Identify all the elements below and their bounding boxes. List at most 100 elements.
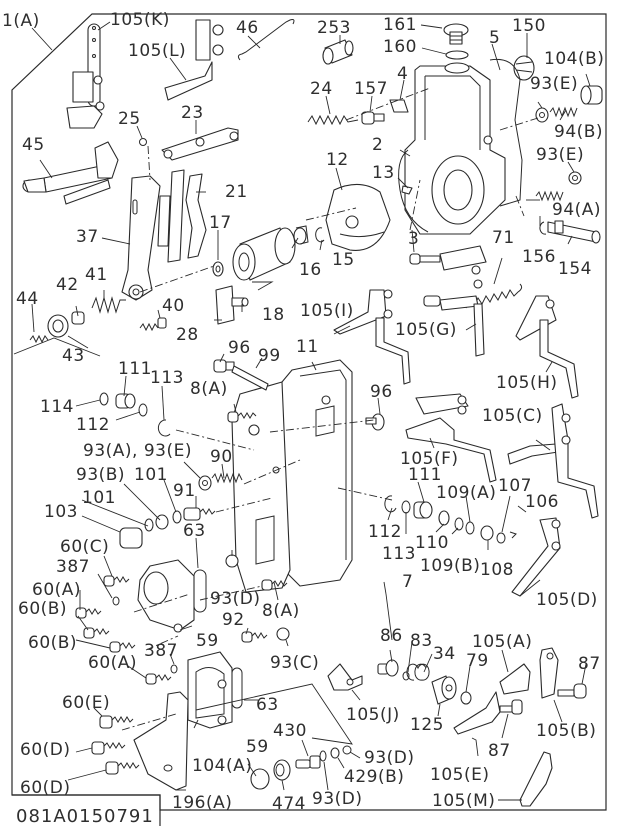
label-37: 37: [76, 227, 99, 247]
part-125: [431, 675, 457, 705]
part-105A: [499, 663, 531, 695]
label-41: 41: [85, 265, 108, 285]
label-28: 28: [176, 325, 199, 345]
label-11: 11: [296, 337, 319, 357]
part-93D-nut-1: [225, 554, 239, 568]
part-37: [121, 175, 161, 301]
label-1A: 1(A): [2, 11, 40, 31]
label-93E-top: 93(E): [530, 74, 578, 94]
label-125: 125: [410, 715, 444, 735]
part-43-nut: [47, 314, 69, 338]
label-104B: 104(B): [544, 49, 604, 69]
part-60A-bolt-1: [75, 607, 102, 619]
label-93D-mid: 93(D): [210, 589, 261, 609]
label-23: 23: [181, 103, 204, 123]
label-101-upper: 101: [134, 465, 168, 485]
part-40-bolt: [139, 317, 167, 332]
label-94A: 94(A): [552, 200, 601, 220]
label-105J: 105(J): [346, 705, 400, 725]
label-44: 44: [16, 289, 39, 309]
part-93B-nut: [155, 514, 169, 530]
label-108: 108: [480, 560, 514, 580]
label-113-right: 113: [382, 544, 416, 564]
label-93A-93E: 93(A), 93(E): [83, 441, 192, 461]
part-45: [22, 141, 119, 205]
label-17: 17: [209, 213, 232, 233]
part-63-oring-1: [193, 569, 207, 613]
part-91-stud: [183, 507, 216, 521]
label-196A: 196(A): [172, 793, 232, 813]
part-96-knob: [365, 413, 385, 431]
part-111-plug-1: [115, 393, 136, 409]
label-8A-top: 8(A): [190, 379, 228, 399]
label-160: 160: [383, 37, 417, 57]
part-17-washer: [212, 261, 224, 277]
part-4: [389, 99, 409, 113]
label-157: 157: [354, 79, 388, 99]
label-86: 86: [380, 626, 403, 646]
part-105B: [539, 647, 587, 699]
label-5: 5: [489, 28, 500, 48]
part-7-body: [231, 381, 291, 593]
part-42-nut: [71, 311, 85, 325]
label-109A: 109(A): [436, 483, 496, 503]
label-60B-lower: 60(B): [28, 633, 77, 653]
label-43: 43: [62, 346, 85, 366]
part-93E-second: [568, 171, 582, 185]
label-106: 106: [525, 492, 559, 512]
label-474: 474: [272, 794, 306, 814]
part-2-gasket: [398, 149, 429, 233]
label-2: 2: [372, 135, 383, 155]
label-93D-bottom: 93(D): [312, 789, 363, 809]
part-110: [438, 510, 450, 526]
drawing-code: 081A0150791: [16, 806, 154, 827]
label-93D-right: 93(D): [364, 748, 415, 768]
part-105F: [405, 393, 497, 483]
label-114: 114: [40, 397, 74, 417]
part-86: [377, 659, 399, 677]
part-71: [439, 245, 487, 289]
label-18: 18: [262, 305, 285, 325]
part-60B-bolt-2: [109, 641, 136, 653]
label-87-right: 87: [578, 654, 601, 674]
label-71: 71: [492, 228, 515, 248]
part-3-bolt: [409, 253, 441, 265]
label-90: 90: [210, 447, 233, 467]
label-111-left: 111: [118, 359, 152, 379]
callout-labels: 1(A) 105(K) 105(L) 46 253 161 160 150 5 …: [2, 10, 604, 814]
label-60C: 60(C): [60, 537, 109, 557]
label-112-left: 112: [76, 415, 110, 435]
label-105I: 105(I): [300, 301, 354, 321]
label-105B: 105(B): [536, 721, 596, 741]
part-430: [295, 755, 321, 769]
label-46: 46: [236, 18, 259, 38]
label-40: 40: [162, 296, 185, 316]
label-104A: 104(A): [192, 756, 252, 776]
label-253: 253: [317, 18, 351, 38]
label-101-lower: 101: [82, 488, 116, 508]
part-109A: [465, 521, 475, 535]
part-105M: [519, 751, 553, 807]
label-105K: 105(K): [110, 10, 170, 30]
label-105G: 105(G): [395, 320, 457, 340]
part-104B: [580, 85, 603, 105]
leader-lines: [13, 21, 591, 801]
part-105K: [66, 23, 105, 129]
label-96-top: 96: [228, 338, 251, 358]
part-154: [547, 220, 601, 244]
label-63-lower: 63: [256, 695, 279, 715]
part-60A-bolt-2: [145, 673, 172, 685]
label-113-left: 113: [150, 368, 184, 388]
label-105E: 105(E): [430, 765, 489, 785]
part-59-cover-2: [187, 651, 233, 729]
part-25-clip: [139, 138, 147, 146]
part-160-oring: [445, 50, 469, 60]
part-111-plug-2: [413, 501, 433, 519]
part-15-clip: [315, 227, 325, 243]
label-60D-upper: 60(D): [20, 740, 71, 760]
label-45: 45: [22, 135, 45, 155]
part-105H: [515, 295, 579, 399]
part-44-screw: [29, 334, 49, 344]
part-253: [322, 39, 354, 65]
part-112-clip-2: [384, 495, 397, 513]
